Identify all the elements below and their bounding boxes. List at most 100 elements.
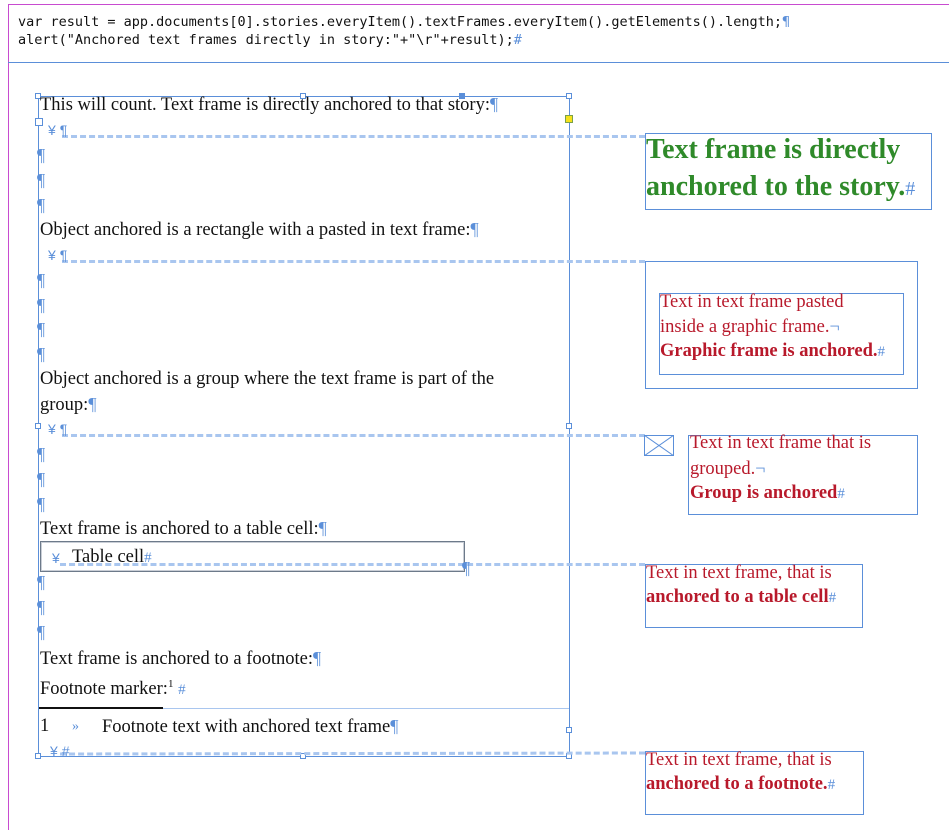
anchor-connector	[60, 563, 645, 566]
out-port[interactable]	[565, 115, 573, 123]
footnote-separator	[39, 707, 163, 709]
selection-handle[interactable]	[300, 753, 306, 759]
pilcrow-icon: ¶	[318, 518, 327, 538]
end-of-story-icon: #	[828, 590, 837, 606]
paragraph-text: Text frame is anchored to a footnote:	[40, 649, 314, 669]
footnote-reference[interactable]: 1	[167, 678, 174, 690]
paragraph[interactable]: This will count. Text frame is directly …	[40, 92, 498, 118]
in-port[interactable]	[35, 118, 43, 126]
frame-text-line: anchored to the story.#	[646, 168, 915, 205]
table-anchored-text-frame[interactable]	[645, 564, 863, 628]
end-of-story-icon: #	[61, 743, 70, 759]
frame-text-bold: Graphic frame is anchored.	[660, 341, 878, 361]
frame-edge	[8, 62, 949, 63]
anchor-icon: ¥	[50, 743, 58, 759]
table-cell-content[interactable]: Table cell#	[72, 545, 152, 571]
paragraph[interactable]: Footnote marker:1 #	[40, 672, 186, 703]
selection-handle[interactable]	[35, 93, 41, 99]
pilcrow-icon: ¶	[470, 219, 479, 239]
anchor-marker-icon[interactable]: ¥ #	[50, 741, 69, 761]
selection-handle[interactable]	[566, 423, 572, 429]
frame-text: Text frame is directly	[646, 134, 901, 165]
pilcrow-icon: ¶	[37, 295, 46, 315]
end-of-story-icon: #	[178, 682, 186, 699]
selection-handle[interactable]	[300, 93, 306, 99]
end-of-story-icon: #	[877, 344, 886, 360]
footnote-number: 1	[40, 716, 50, 736]
code-text: var result = app.documents[0].stories.ev…	[18, 14, 783, 30]
pilcrow-icon: ¶	[59, 421, 68, 437]
code-text: alert("Anchored text frames directly in …	[18, 32, 514, 48]
pilcrow-icon: ¶	[782, 14, 791, 30]
selection-handle[interactable]	[566, 93, 572, 99]
table-cell-text: Table cell	[72, 547, 145, 567]
anchor-marker-icon[interactable]: ¥ ¶	[48, 419, 67, 439]
anchor-icon: ¥	[48, 122, 56, 138]
pilcrow-icon: ¶	[37, 344, 46, 364]
selection-handle[interactable]	[35, 423, 41, 429]
pilcrow-icon: ¶	[37, 494, 46, 514]
pilcrow-icon: ¶	[37, 572, 46, 592]
paragraph[interactable]: Text frame is anchored to a footnote:¶	[40, 646, 321, 672]
pilcrow-icon: ¶	[489, 94, 499, 114]
anchor-marker-icon[interactable]: ¥ ¶	[48, 245, 67, 265]
paragraph-text: Object anchored is a rectangle with a pa…	[40, 220, 471, 240]
forced-line-break-icon: ¬	[829, 316, 840, 336]
paragraph[interactable]: Object anchored is a rectangle with a pa…	[40, 217, 479, 243]
selection-handle[interactable]	[35, 753, 41, 759]
pilcrow-icon: ¶	[37, 444, 46, 464]
selection-handle[interactable]	[566, 727, 572, 733]
forced-line-break-icon: ¬	[755, 458, 766, 478]
pilcrow-icon: ¶	[37, 622, 46, 642]
frame-text: grouped.	[690, 459, 756, 479]
frame-text: anchored to the story.	[646, 171, 906, 202]
paragraph[interactable]: Object anchored is a group where the tex…	[40, 367, 494, 392]
paragraph[interactable]: group:¶	[40, 392, 96, 418]
frame-text: Text in text frame pasted	[660, 292, 844, 312]
empty-graphic-frame-icon[interactable]	[643, 434, 675, 457]
anchored-text-frame-direct[interactable]	[645, 133, 932, 210]
footnote-anchored-text-frame[interactable]	[645, 751, 864, 815]
pilcrow-icon: ¶	[37, 319, 46, 339]
pasted-text-frame[interactable]	[659, 293, 904, 375]
pilcrow-icon: ¶	[59, 122, 68, 138]
pilcrow-icon: ¶	[390, 716, 399, 736]
anchored-graphic-frame[interactable]	[645, 261, 918, 389]
paragraph-text: Object anchored is a group where the tex…	[40, 369, 495, 389]
anchor-marker-icon[interactable]: ¥ ¶	[48, 120, 67, 140]
footnote-guide	[163, 708, 569, 709]
end-of-story-icon: #	[827, 777, 836, 793]
pilcrow-icon: ¶	[462, 558, 471, 578]
footnote-text: Footnote text with anchored text frame	[102, 717, 391, 737]
frame-text: inside a graphic frame.	[660, 317, 830, 337]
end-of-story-icon: #	[513, 32, 522, 48]
selection-handle[interactable]	[459, 93, 465, 99]
selection-handle[interactable]	[566, 753, 572, 759]
anchor-connector	[62, 135, 645, 138]
pilcrow-icon: ¶	[37, 195, 46, 215]
paragraph-text: This will count. Text frame is directly …	[40, 95, 490, 115]
grouped-text-frame[interactable]	[688, 435, 918, 515]
page-border-left	[8, 4, 9, 830]
paragraph[interactable]: Text frame is anchored to a table cell:¶	[40, 516, 327, 542]
anchor-icon: ¥	[48, 421, 56, 437]
footnote[interactable]: Footnote text with anchored text frame¶	[102, 714, 398, 740]
page-border-top	[8, 4, 949, 5]
anchor-connector	[62, 434, 645, 437]
frame-text-bold: anchored to a table cell	[646, 587, 829, 607]
end-of-story-icon: #	[837, 486, 845, 502]
pilcrow-icon: ¶	[88, 394, 97, 414]
pilcrow-icon: ¶	[37, 469, 46, 489]
paragraph-text: group:	[40, 395, 89, 415]
paragraph-text: Footnote marker:	[40, 679, 168, 700]
pilcrow-icon: ¶	[37, 170, 46, 190]
table-cell[interactable]	[40, 541, 465, 572]
script-line-1[interactable]: var result = app.documents[0].stories.ev…	[18, 13, 790, 31]
script-line-2[interactable]: alert("Anchored text frames directly in …	[18, 31, 522, 49]
frame-text-bold: Group is anchored	[690, 483, 838, 503]
pilcrow-icon: ¶	[37, 145, 46, 165]
tab-icon: »	[72, 719, 79, 734]
anchor-icon[interactable]: ¥	[52, 550, 60, 566]
frame-text: Text in text frame, that is	[646, 750, 832, 770]
frame-text: Text in text frame, that is	[646, 563, 832, 583]
